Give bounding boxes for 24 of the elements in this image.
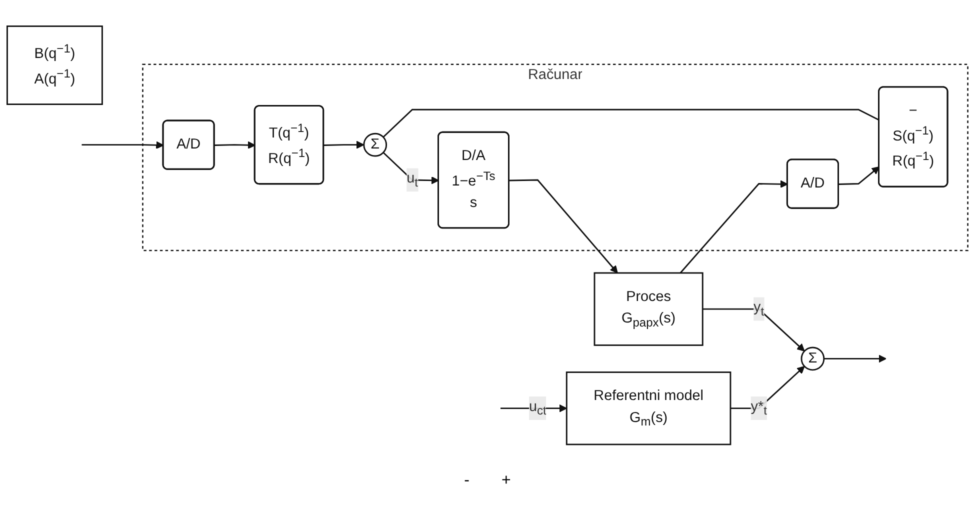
arrow xyxy=(509,178,618,273)
node-box xyxy=(594,272,704,346)
arrow xyxy=(824,354,886,362)
sign-label: + xyxy=(500,471,512,491)
arrow xyxy=(324,140,364,148)
node-circle xyxy=(363,132,388,156)
edge-label: u$_{ct}$ xyxy=(529,398,546,418)
arrow xyxy=(214,140,256,149)
arrow xyxy=(702,308,805,352)
arrow xyxy=(82,140,164,149)
edge-label: y*$_{t}$ xyxy=(750,398,767,418)
node-box xyxy=(566,371,732,445)
node-box xyxy=(6,25,103,105)
arrow xyxy=(680,180,788,274)
cluster xyxy=(142,63,968,251)
node-circle xyxy=(800,346,825,370)
block-diagram: Računar u$_{ct}$ y*$_{t}$ u$_{t}$ y$_{t}$ Referentni model G$_{m}$(s) Σ A/D T(q$^{−1}$) R(q$^{−1}$) Σ D/A 1−e$^{−Ts}$ s − S(q$^{−1}$) R(q$^{−1}$) A/D Proces G$_{papx}$(s) B(q$^{−1}$) A(q$^{−1}$) xyxy=(0,18,975,452)
sign-label: - xyxy=(463,471,470,491)
connector xyxy=(382,108,880,138)
edge-label: u$_{t}$ xyxy=(406,170,418,189)
arrow xyxy=(730,366,805,409)
arrow xyxy=(838,166,880,185)
arrow xyxy=(382,152,440,184)
edge-label: y$_{t}$ xyxy=(754,300,764,318)
